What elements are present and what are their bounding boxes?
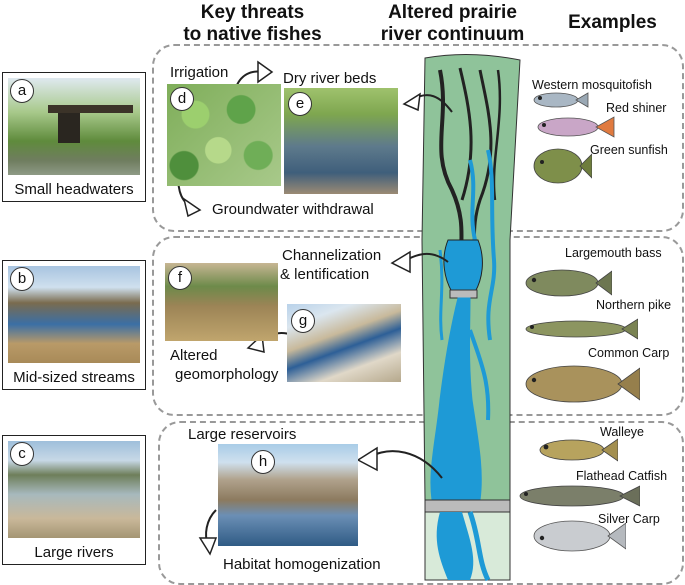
badge-g: g [291, 309, 315, 333]
fish-common-carp-icon [525, 365, 640, 403]
fish-northern-pike-icon [525, 318, 638, 340]
badge-b: b [10, 267, 34, 291]
badge-h: h [251, 450, 275, 474]
label-irrigation: Irrigation [170, 64, 229, 81]
caption-small-headwaters: Small headwaters [14, 181, 134, 198]
fish-label-silver-carp: Silver Carp [598, 512, 660, 526]
thumbnail-large-rivers: c Large rivers [2, 435, 146, 565]
label-habitat-homogenization: Habitat homogenization [223, 556, 381, 573]
label-geomorphology: geomorphology [175, 366, 279, 383]
caption-mid-sized-streams: Mid-sized streams [13, 369, 135, 386]
fish-largemouth-bass-icon [525, 269, 612, 297]
label-channelization: Channelization [282, 247, 382, 264]
label-large-reservoirs: Large reservoirs [188, 426, 297, 443]
badge-e: e [288, 92, 312, 116]
thumbnail-mid-sized-streams: b Mid-sized streams [2, 260, 146, 390]
fish-label-walleye: Walleye [600, 425, 644, 439]
panel-top [152, 44, 684, 232]
fish-western-mosquitofish-icon [533, 92, 589, 108]
badge-f: f [168, 266, 192, 290]
fish-red-shiner-icon [537, 116, 615, 138]
fish-label-western-mosquitofish: Western mosquitofish [532, 78, 652, 92]
label-groundwater-withdrawal: Groundwater withdrawal [212, 201, 374, 218]
fish-label-green-sunfish: Green sunfish [590, 143, 668, 157]
fish-green-sunfish-icon [533, 148, 592, 184]
fish-silver-carp-icon [533, 520, 626, 552]
fish-flathead-catfish-icon [519, 485, 640, 507]
panel-middle [152, 236, 684, 416]
badge-a: a [10, 79, 34, 103]
fish-walleye-icon [539, 438, 618, 462]
header-examples: Examples [568, 12, 657, 33]
fish-label-largemouth-bass: Largemouth bass [565, 246, 662, 260]
badge-d: d [170, 87, 194, 111]
fish-label-flathead-catfish: Flathead Catfish [576, 469, 668, 483]
fish-label-common-carp: Common Carp [588, 346, 670, 360]
fish-label-red-shiner: Red shiner [606, 101, 667, 115]
label-altered: Altered [170, 347, 218, 364]
fish-label-northern-pike: Northern pike [596, 298, 672, 312]
panel-bottom [158, 421, 684, 585]
label-lentification: & lentification [280, 266, 370, 283]
caption-large-rivers: Large rivers [34, 544, 114, 561]
thumbnail-small-headwaters: a Small headwaters [2, 72, 146, 202]
label-dry-river-beds: Dry river beds [283, 70, 377, 87]
photo-dam-reservoir [218, 444, 358, 546]
badge-c: c [10, 442, 34, 466]
